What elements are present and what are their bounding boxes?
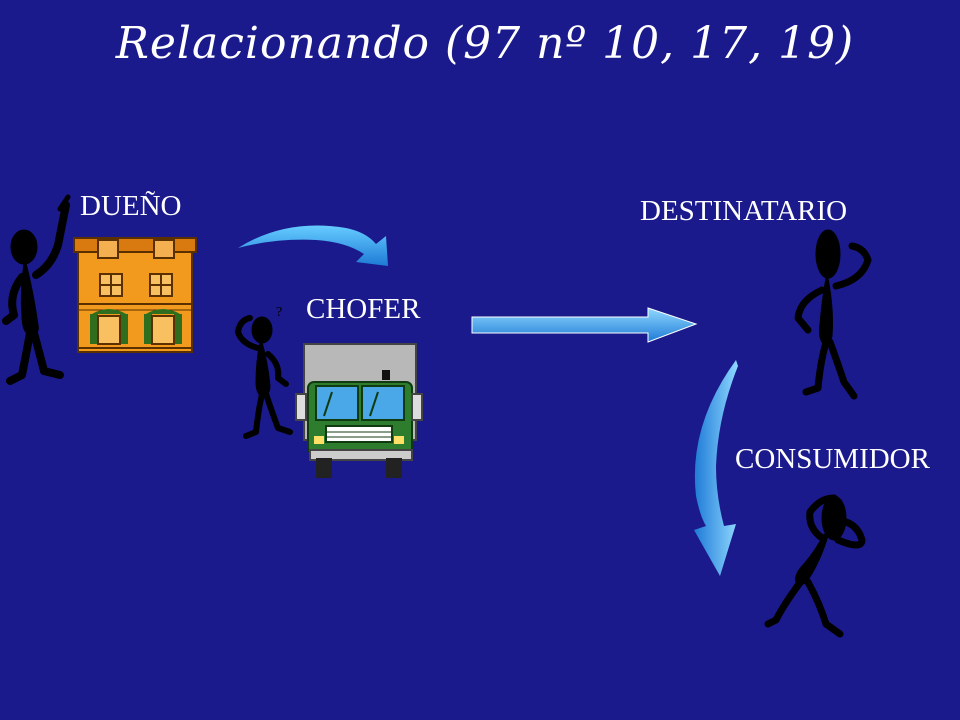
driver-label: CHOFER <box>306 293 421 325</box>
consumer-label: CONSUMIDOR <box>735 443 930 475</box>
thinking-person-icon <box>794 229 872 400</box>
svg-text:?: ? <box>276 305 282 320</box>
truck-icon <box>295 343 423 478</box>
curved-down-arrow-icon <box>694 360 738 576</box>
house-icon <box>73 237 197 353</box>
worried-person-icon <box>764 494 866 638</box>
pointing-person-icon <box>2 194 71 385</box>
right-arrow-icon <box>471 307 698 343</box>
confused-person-icon: ? <box>235 305 293 439</box>
owner-label: DUEÑO <box>80 190 182 222</box>
curved-arrow-icon <box>238 225 388 266</box>
recipient-label: DESTINATARIO <box>640 195 848 227</box>
slide-title: Relacionando (97 nº 10, 17, 19) <box>115 18 855 69</box>
